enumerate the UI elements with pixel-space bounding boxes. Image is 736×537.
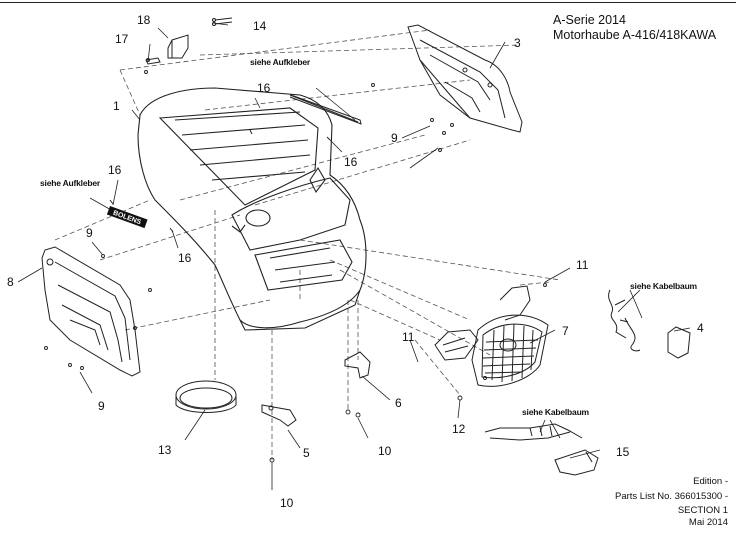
callout-6: 6 [395,396,402,410]
callout-16a: 16 [257,81,271,95]
footer-edition: Edition - [693,476,728,487]
bracket-part-6 [344,351,371,379]
callout-9c: 9 [98,399,105,413]
bolt-part-17 [145,57,161,65]
note-decal-2: siehe Aufkleber [40,178,100,188]
callout-16b: 16 [344,155,358,169]
footer-parts-list: Parts List No. 366015300 - [614,491,728,502]
hinge-part-18 [167,34,189,59]
callout-8: 8 [7,275,14,289]
bolts-part-14 [212,17,233,26]
screws-part-16 [109,94,362,233]
cover-part-15 [554,449,599,476]
callout-7: 7 [562,324,569,338]
callout-10b: 10 [378,444,392,458]
hood-part-1 [137,87,367,331]
callout-16c: 16 [108,163,122,177]
callout-1: 1 [113,99,120,113]
callout-11a: 11 [576,258,589,272]
note-harness-1: siehe Kabelbaum [630,281,697,291]
callout-14: 14 [253,19,267,33]
callout-10a: 10 [280,496,294,510]
side-panel-part-8 [41,246,141,377]
footer-section: SECTION 1 [677,505,728,516]
fasteners [44,58,547,463]
wire-harness-lower [484,423,583,441]
callout-4: 4 [697,321,704,335]
note-decal-1: siehe Aufkleber [250,57,310,67]
callout-3: 3 [514,36,521,50]
callout-9b: 9 [391,131,398,145]
callout-5: 5 [303,446,310,460]
header-rule [0,2,736,3]
cover-part-4 [667,326,691,359]
wire-harness-upper [608,289,641,352]
ring-part-13 [175,380,237,413]
callout-9a: 9 [86,226,93,240]
callout-18: 18 [137,13,151,27]
callout-15: 15 [616,445,630,459]
callout-16d: 16 [178,251,192,265]
callout-17: 17 [115,32,129,46]
footer-date: Mai 2014 [688,517,728,528]
decal-strip: BOLENS [106,206,148,229]
leader-lines [17,22,691,490]
callout-11b: 11 [402,330,415,344]
assembly-lines [54,29,561,460]
bracket-part-5 [261,404,297,427]
note-harness-2: siehe Kabelbaum [522,407,589,417]
diagram-series: A-Serie 2014 [553,13,626,27]
callout-13: 13 [158,443,172,457]
diagram-model: Motorhaube A-416/418KAWA [553,28,717,42]
grille-part-7 [434,285,549,387]
side-panel-part-3 [407,24,523,133]
callout-12: 12 [452,422,466,436]
